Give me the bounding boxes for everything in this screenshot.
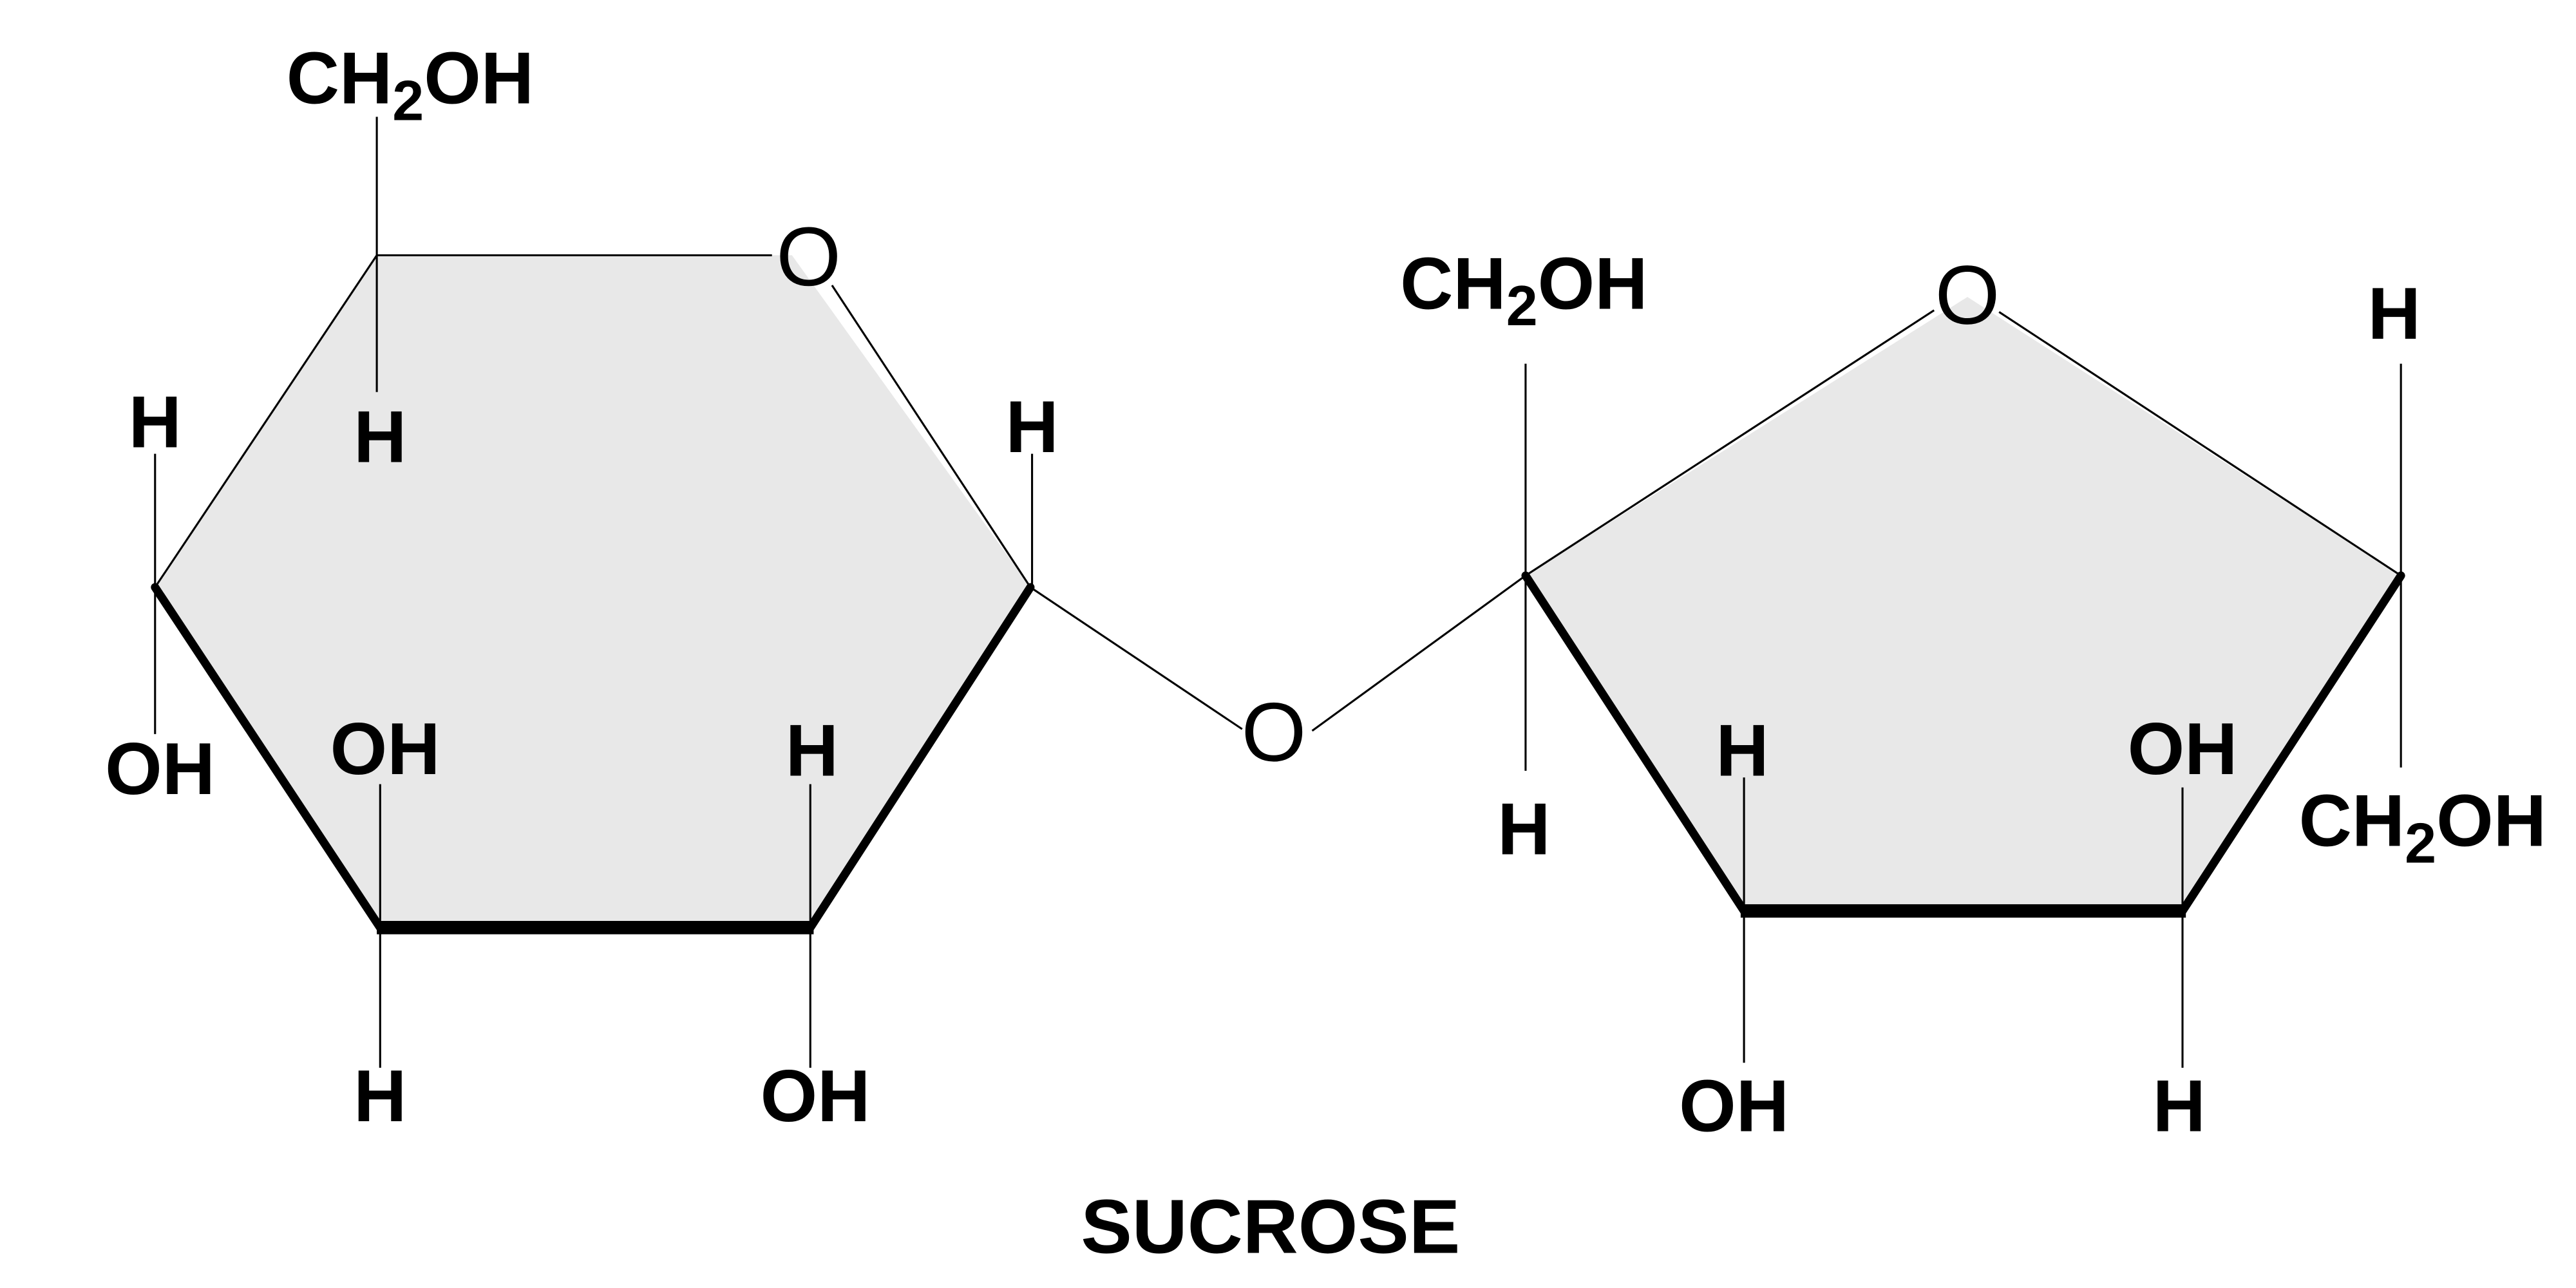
glucose-c2-h: H [786,710,838,792]
fructose-c3-oh: OH [1679,1065,1789,1147]
fructose-ring-oxygen: O [1935,249,2000,342]
fructose-ring-fill [1525,297,2401,911]
glycosidic-oxygen: O [1242,686,1307,779]
glucose-ring-bond [831,285,1032,588]
glucose-c4-oh: OH [105,728,215,810]
glucose-c5-h: H [354,397,406,478]
fructose-c3-h: H [1716,710,1768,792]
glucose-c5-ch2oh: CH2OH [287,38,534,133]
glucose-c2-oh: OH [761,1056,871,1137]
glycosidic-bond [1030,586,1243,730]
fructose-ring-bond [1998,311,2402,577]
glucose-ring-oxygen: O [776,211,841,303]
diagram-title: SUCROSE [1081,1184,1460,1270]
glucose-ring: O CH2OH H H OH OH H H OH H [105,38,1059,1137]
fructose-c6-ch2oh: CH2OH [2299,780,2546,875]
fructose-c2-h: H [1497,788,1550,870]
fructose-ring-bond [2178,571,2405,915]
glucose-ring-fill [155,255,1030,928]
glycosidic-bond [1311,574,1526,732]
glucose-ring-bond [151,583,384,932]
fructose-c5-h: H [2368,273,2421,355]
fructose-ring: O CH2OH H H OH OH H H CH2OH [1400,243,2546,1147]
glucose-ring-bond [806,583,1035,932]
glycosidic-linkage: O [1030,574,1526,779]
glucose-c4-h: H [129,381,182,463]
fructose-ring-bond [1521,571,1748,915]
glucose-c3-h: H [354,1056,406,1137]
fructose-ring-bond [1525,309,1935,577]
fructose-c2-ch2oh: CH2OH [1400,243,1647,337]
glucose-c1-h: H [1005,386,1058,468]
fructose-c4-h: H [2153,1065,2206,1147]
fructose-c4-oh: OH [2128,708,2238,790]
glucose-c3-oh: OH [330,708,440,790]
glucose-ring-bond [154,254,378,588]
